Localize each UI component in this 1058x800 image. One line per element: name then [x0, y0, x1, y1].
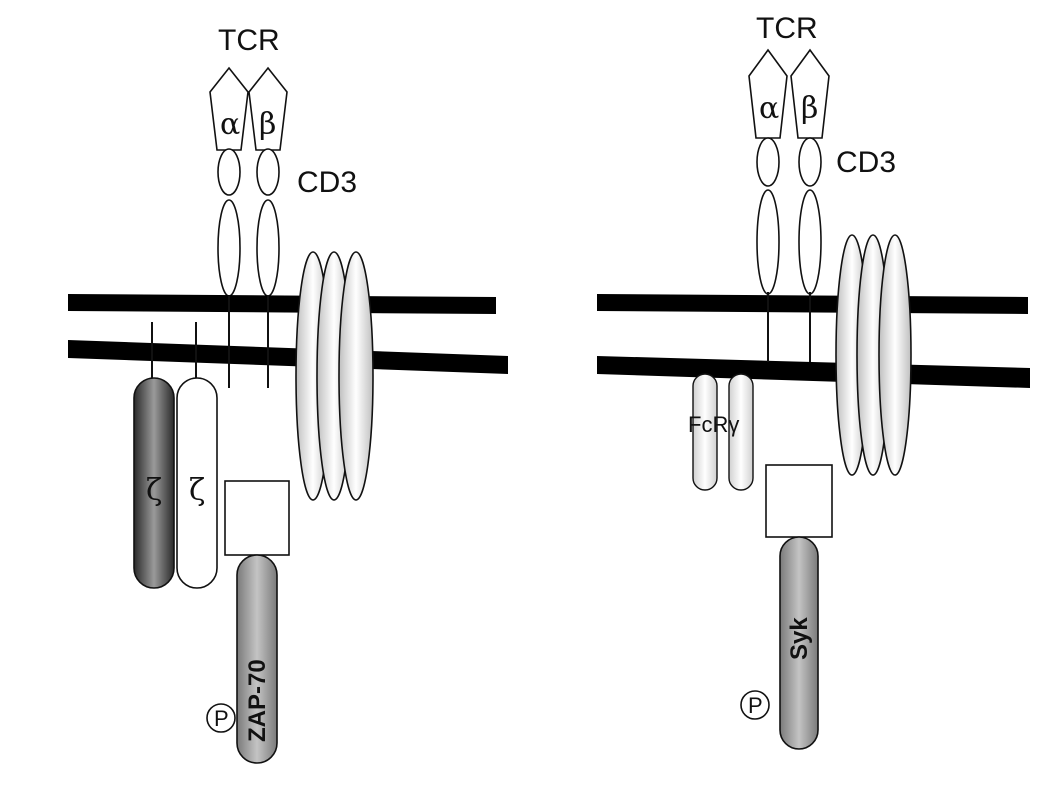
right-syk-kinase	[779, 536, 819, 750]
right-alpha-label: α	[759, 91, 779, 126]
right-tcr-beta-constant	[798, 137, 822, 187]
left-cd3-label: CD3	[297, 166, 357, 199]
right-tcr-beta-stalk-oval	[798, 189, 822, 295]
right-cd3-label: CD3	[836, 146, 896, 179]
left-tcr-alpha-constant	[217, 148, 241, 196]
right-outer-membrane	[597, 294, 1028, 314]
right-inner-membrane	[597, 356, 1030, 388]
right-phospho-circle	[740, 690, 770, 720]
right-fcr-gamma-label: FcRγ	[688, 412, 739, 437]
left-zeta1-label: ζ	[146, 473, 162, 508]
right-syk-square-domain	[765, 464, 833, 538]
left-tcr-beta-constant	[256, 148, 280, 196]
right-beta-label: β	[801, 91, 818, 126]
right-tcr-alpha-constant	[756, 137, 780, 187]
left-zeta-chain-dark	[133, 377, 175, 589]
left-tcr-alpha-stalk-oval	[217, 199, 241, 297]
right-fcr-gamma-chain-2	[728, 373, 754, 491]
left-alpha-label: α	[220, 107, 240, 142]
left-phospho-label: P	[214, 706, 229, 731]
left-panel: TCR α β CD3 ζ ζ ZAP-70 P	[68, 24, 508, 764]
right-panel: TCR α β CD3 FcRγ Syk P	[597, 12, 1030, 750]
right-syk-label: Syk	[786, 617, 813, 660]
right-phospho-label: P	[748, 693, 763, 718]
left-outer-membrane	[68, 294, 496, 314]
left-tcr-label: TCR	[218, 24, 280, 57]
left-tcr-beta-stalk-oval	[256, 199, 280, 297]
left-zeta2-label: ζ	[189, 473, 205, 508]
left-zeta-chain-light	[176, 377, 218, 589]
left-phospho-circle	[206, 703, 236, 733]
right-tcr-label: TCR	[756, 12, 818, 45]
right-tcr-alpha-stalk-oval	[756, 189, 780, 295]
right-fcr-gamma-chain-1	[692, 373, 718, 491]
left-inner-membrane	[68, 340, 508, 374]
left-zap70-label: ZAP-70	[244, 659, 271, 742]
left-cd3-subunit-3	[338, 251, 374, 501]
left-beta-label: β	[259, 107, 276, 142]
left-zap70-square-domain	[224, 480, 290, 556]
right-cd3-subunit-3	[878, 234, 912, 476]
left-zap70-kinase	[236, 554, 278, 764]
